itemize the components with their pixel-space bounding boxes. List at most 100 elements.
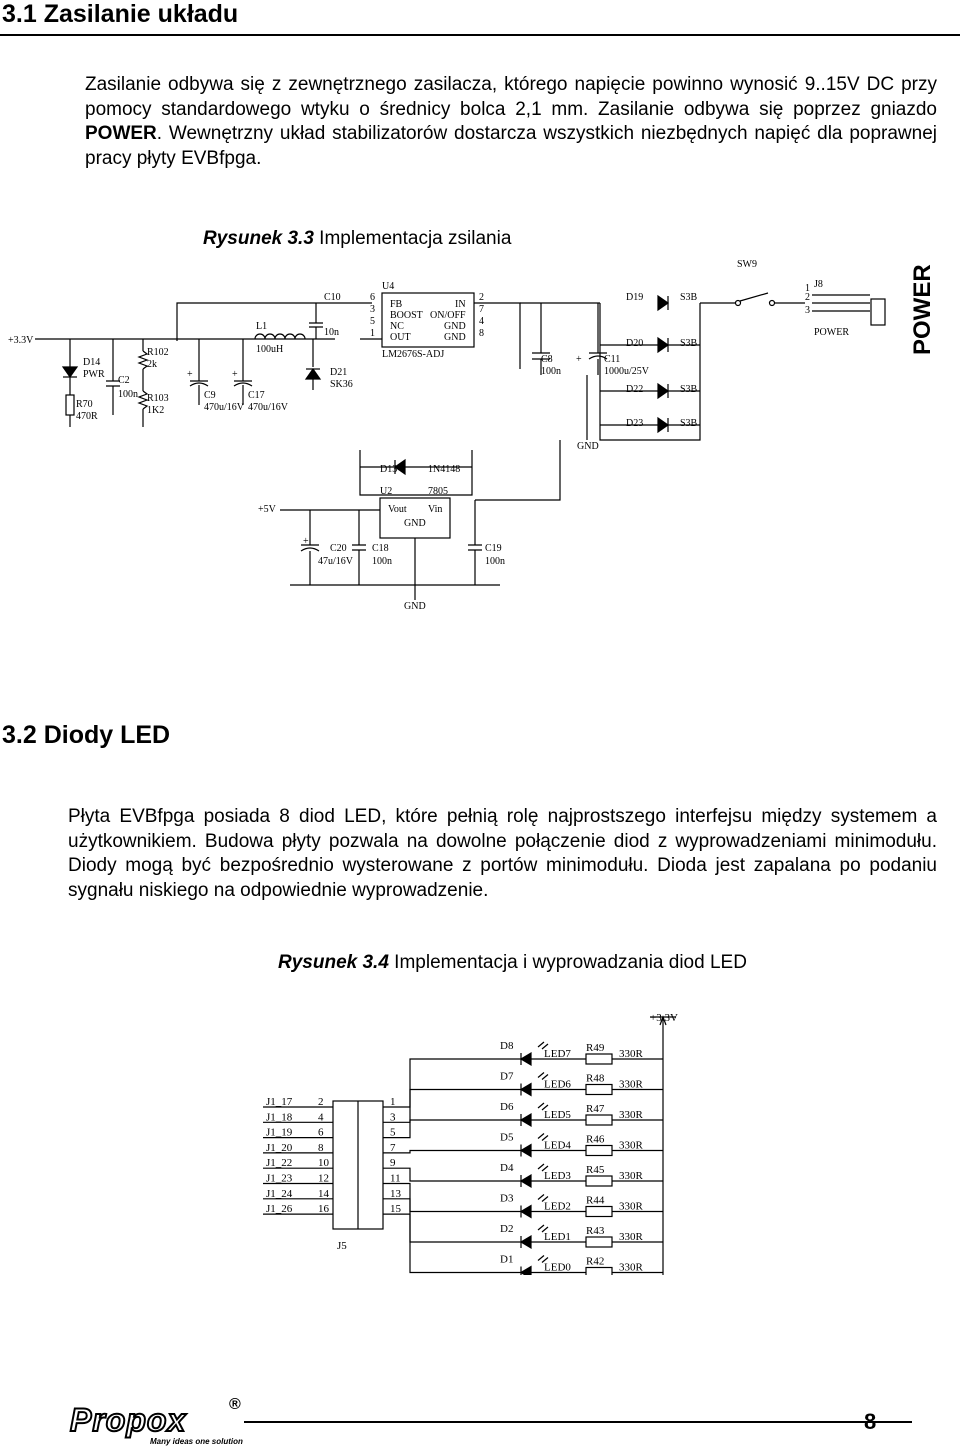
label-u2: U2 — [380, 486, 392, 497]
u4-pin-8: 8 — [479, 328, 484, 339]
led-row — [263, 1102, 663, 1139]
registered-mark: ® — [229, 1396, 241, 1413]
u2-vin: Vin — [428, 504, 442, 515]
label-diode: D7 — [500, 1071, 514, 1083]
j5-pin-even: 12 — [318, 1173, 329, 1185]
label-s3b-2: S3B — [680, 338, 698, 349]
plus-c9: + — [187, 369, 193, 380]
label-res-value: 330R — [619, 1079, 644, 1091]
u4-pin-7: 7 — [479, 304, 484, 315]
label-led: LED6 — [544, 1079, 571, 1091]
label-5v: +5V — [258, 504, 277, 515]
figure-title: Implementacja zsilania — [313, 228, 512, 249]
label-c18: C18 — [372, 543, 389, 554]
label-d21: D21 — [330, 367, 347, 378]
figure-label: Rysunek 3.4 — [278, 952, 389, 973]
j8-pin-2: 2 — [805, 292, 810, 303]
u4-out: OUT — [390, 332, 411, 343]
plus-c17: + — [232, 369, 238, 380]
led-row — [263, 1213, 663, 1275]
j5-pin-even: 6 — [318, 1127, 324, 1139]
u4-gnd-2: GND — [444, 332, 466, 343]
figure-caption-3-4: Rysunek 3.4 Implementacja i wyprowadzani… — [278, 952, 747, 974]
u4-pin-2: 2 — [479, 292, 484, 303]
label-c10: C10 — [324, 292, 341, 303]
label-led: LED1 — [544, 1231, 571, 1243]
label-j1-net: J1_24 — [266, 1188, 293, 1200]
u4-pin-5: 5 — [370, 316, 375, 327]
label-diode: D8 — [500, 1040, 514, 1052]
label-resistor: R46 — [586, 1134, 605, 1146]
label-gnd-bottom: GND — [404, 601, 426, 612]
label-sw9: SW9 — [737, 259, 757, 270]
logo-tagline: Many ideas one solution — [150, 1437, 243, 1446]
led-row — [263, 1133, 663, 1158]
j5-pin-odd: 9 — [390, 1157, 396, 1169]
label-led: LED5 — [544, 1109, 571, 1121]
label-r70: R70 — [76, 399, 93, 410]
label-j8-name: POWER — [814, 327, 849, 338]
j5-pin-odd: 15 — [390, 1203, 402, 1215]
figure-caption-3-3: Rysunek 3.3 Implementacja zsilania — [203, 228, 511, 250]
j5-pin-odd: 1 — [390, 1096, 396, 1108]
led-row — [263, 1041, 663, 1108]
u4-gnd-1: GND — [444, 321, 466, 332]
label-c20-val: 47u/16V — [318, 556, 354, 567]
label-c10-val: 10n — [324, 327, 339, 338]
label-c17: C17 — [248, 390, 265, 401]
label-s3b-1: S3B — [680, 292, 698, 303]
label-c11-val: 1000u/25V — [604, 366, 650, 377]
label-j1-net: J1_23 — [266, 1173, 293, 1185]
label-d13-val: 1N4148 — [428, 464, 460, 475]
label-j1-net: J1_17 — [266, 1096, 293, 1108]
u4-pin-4: 4 — [479, 316, 484, 327]
j8-pin-1: 1 — [805, 283, 810, 294]
label-c2-val: 100n — [118, 389, 138, 400]
label-u2-part: 7805 — [428, 486, 448, 497]
label-resistor: R45 — [586, 1164, 605, 1176]
label-gnd-top: GND — [577, 441, 599, 452]
power-text-1: Zasilanie odbywa się z zewnętrznego zasi… — [85, 74, 937, 120]
label-r70-val: 470R — [76, 411, 98, 422]
logo-text: Propox — [69, 1401, 187, 1439]
label-c2: C2 — [118, 375, 130, 386]
label-c17-val: 470u/16V — [248, 402, 289, 413]
u4-onoff: ON/OFF — [430, 310, 466, 321]
label-l1: L1 — [256, 321, 267, 332]
label-res-value: 330R — [619, 1231, 644, 1243]
label-j1-net: J1_19 — [266, 1127, 293, 1139]
label-c8: C8 — [541, 354, 553, 365]
label-led: LED4 — [544, 1140, 571, 1152]
label-r103-val: 1K2 — [147, 405, 164, 416]
label-diode: D5 — [500, 1132, 514, 1144]
propox-logo: Propox — [69, 1401, 230, 1439]
label-s3b-3: S3B — [680, 384, 698, 395]
label-led: LED3 — [544, 1170, 571, 1182]
label-s3b-4: S3B — [680, 418, 698, 429]
led-rail-3v3: +3.3V — [650, 1012, 678, 1024]
label-res-value: 330R — [619, 1201, 644, 1213]
j8-pin-3: 3 — [805, 305, 810, 316]
plus-c20: + — [303, 536, 309, 547]
label-d20: D20 — [626, 338, 643, 349]
label-c11: C11 — [604, 354, 620, 365]
label-d19: D19 — [626, 292, 643, 303]
label-res-value: 330R — [619, 1140, 644, 1152]
label-3v3: +3.3V — [8, 335, 34, 346]
j5-pin-even: 10 — [318, 1157, 330, 1169]
u4-pin-3: 3 — [370, 304, 375, 315]
label-diode: D1 — [500, 1254, 513, 1266]
label-d13: D13 — [380, 464, 397, 475]
u4-pin-1: 1 — [370, 328, 375, 339]
label-d22: D22 — [626, 384, 643, 395]
label-d14-val: PWR — [83, 369, 105, 380]
label-led: LED7 — [544, 1048, 571, 1060]
label-resistor: R47 — [586, 1103, 605, 1115]
label-resistor: R44 — [586, 1195, 605, 1207]
label-r103: R103 — [147, 393, 169, 404]
label-r102-val: 2k — [147, 359, 157, 370]
u2-vout: Vout — [388, 504, 407, 515]
label-resistor: R43 — [586, 1225, 605, 1237]
figure-title: Implementacja i wyprowadzania diod LED — [388, 952, 747, 973]
figure-label: Rysunek 3.3 — [203, 228, 314, 249]
